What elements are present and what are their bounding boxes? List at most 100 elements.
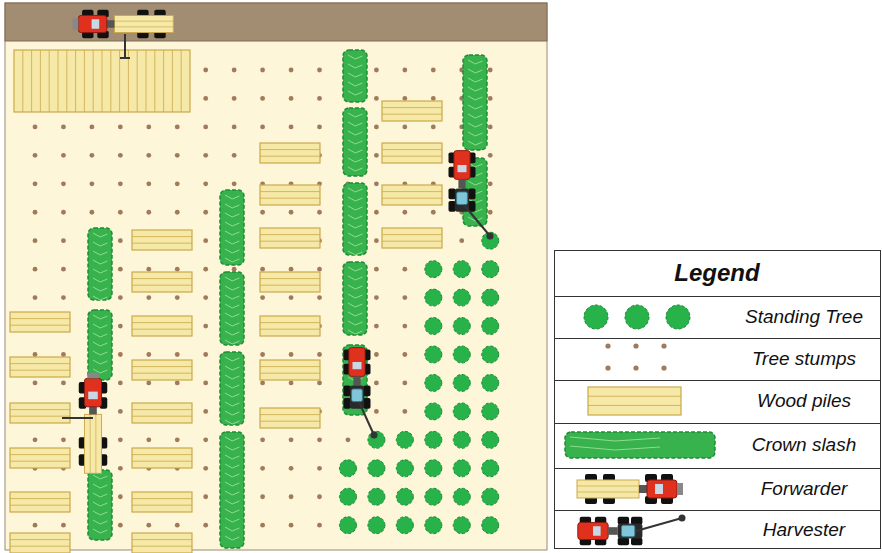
slash-twig: [468, 78, 482, 82]
tree-stump: [402, 267, 407, 272]
slash-twig: [93, 529, 107, 533]
slash-twig: [348, 285, 362, 289]
legend-label: Forwarder: [761, 478, 848, 500]
cab-window: [92, 19, 100, 29]
tree-stump: [175, 352, 180, 357]
log-line: [10, 461, 70, 462]
standing-tree: [666, 305, 690, 329]
slash-twig: [93, 333, 107, 337]
slash-twig: [225, 340, 239, 344]
tree-stump: [289, 210, 294, 215]
pile-body: [260, 228, 320, 248]
log-line: [132, 498, 192, 499]
tree-stump: [118, 523, 123, 528]
tree-stump: [317, 381, 322, 386]
tree-stump: [232, 181, 237, 186]
slash-twig: [225, 195, 239, 199]
wheel: [631, 517, 642, 525]
legend-title: Legend: [674, 259, 759, 287]
tree-stump: [260, 381, 265, 386]
tree-stump: [118, 352, 123, 357]
log-line: [10, 363, 70, 364]
tree-stump: [203, 210, 208, 215]
standing-tree: [482, 318, 499, 335]
slash-twig: [348, 233, 362, 237]
slash-twig: [468, 96, 482, 100]
tree-stump: [374, 68, 379, 73]
tree-stump: [605, 343, 610, 348]
crane-arm: [464, 205, 490, 236]
harvester: [578, 517, 643, 546]
tree-stump: [33, 381, 38, 386]
wood-pile: [382, 143, 442, 163]
tree-stump: [317, 96, 322, 101]
tree-stump: [260, 437, 265, 442]
log-line: [10, 505, 70, 506]
slash-twig: [225, 258, 239, 262]
slash-twig: [468, 87, 482, 91]
standing-tree: [482, 232, 499, 249]
harvester-head: [352, 389, 363, 402]
tree-stump: [33, 153, 38, 158]
tree-stump: [317, 466, 322, 471]
tree-stump: [317, 523, 322, 528]
standing-tree: [453, 289, 470, 306]
tree-stump: [374, 324, 379, 329]
tree-stump: [33, 181, 38, 186]
slash-twig: [348, 215, 362, 219]
wood-pile: [132, 360, 192, 380]
tree-stump: [260, 68, 265, 73]
log-line: [132, 454, 192, 455]
log-line: [382, 149, 442, 150]
tree-stump: [90, 210, 95, 215]
cab-window: [655, 484, 663, 494]
standing-tree: [425, 488, 442, 505]
log-line: [102, 50, 103, 112]
slash-twig: [93, 475, 107, 479]
legend-label: Crown slash: [752, 434, 857, 456]
slash-twig: [348, 242, 362, 246]
standing-tree: [425, 460, 442, 477]
tree-stump: [61, 523, 66, 528]
log-line: [132, 243, 192, 244]
tree-stump: [317, 494, 322, 499]
wood-pile: [10, 492, 70, 512]
crown-slash: [343, 262, 367, 335]
slash-twig: [225, 249, 239, 253]
tree-stump: [232, 96, 237, 101]
log-line: [132, 461, 192, 462]
log-line: [128, 50, 129, 112]
tree-stump: [203, 238, 208, 243]
pile-body: [132, 230, 192, 250]
crown-slash: [343, 345, 367, 415]
slash-twig: [225, 509, 239, 513]
slash-body: [88, 310, 112, 380]
harvester-head: [622, 525, 635, 536]
tree-stump: [431, 210, 436, 215]
pile-body: [382, 143, 442, 163]
log-line: [10, 546, 70, 547]
log-line: [132, 373, 192, 374]
legend-divider: [555, 296, 881, 297]
wood-pile: [132, 403, 192, 423]
tree-stump: [289, 125, 294, 130]
tree-stump: [203, 153, 208, 158]
pile-body: [382, 228, 442, 248]
standing-tree: [482, 488, 499, 505]
harvester: [344, 348, 371, 409]
log-line: [66, 50, 67, 112]
tree-stump: [289, 96, 294, 101]
stumps: [33, 68, 493, 528]
pile-body: [260, 408, 320, 428]
standing-tree: [368, 460, 385, 477]
tree-stump: [203, 523, 208, 528]
tree-stump: [402, 324, 407, 329]
slash-twig: [348, 224, 362, 228]
pile-body: [132, 448, 192, 468]
wood-pile: [10, 312, 70, 332]
slash-twig: [225, 304, 239, 308]
standing-tree: [396, 431, 413, 448]
slash-twig: [348, 294, 362, 298]
tree-stump: [118, 409, 123, 414]
tree-stump: [61, 125, 66, 130]
